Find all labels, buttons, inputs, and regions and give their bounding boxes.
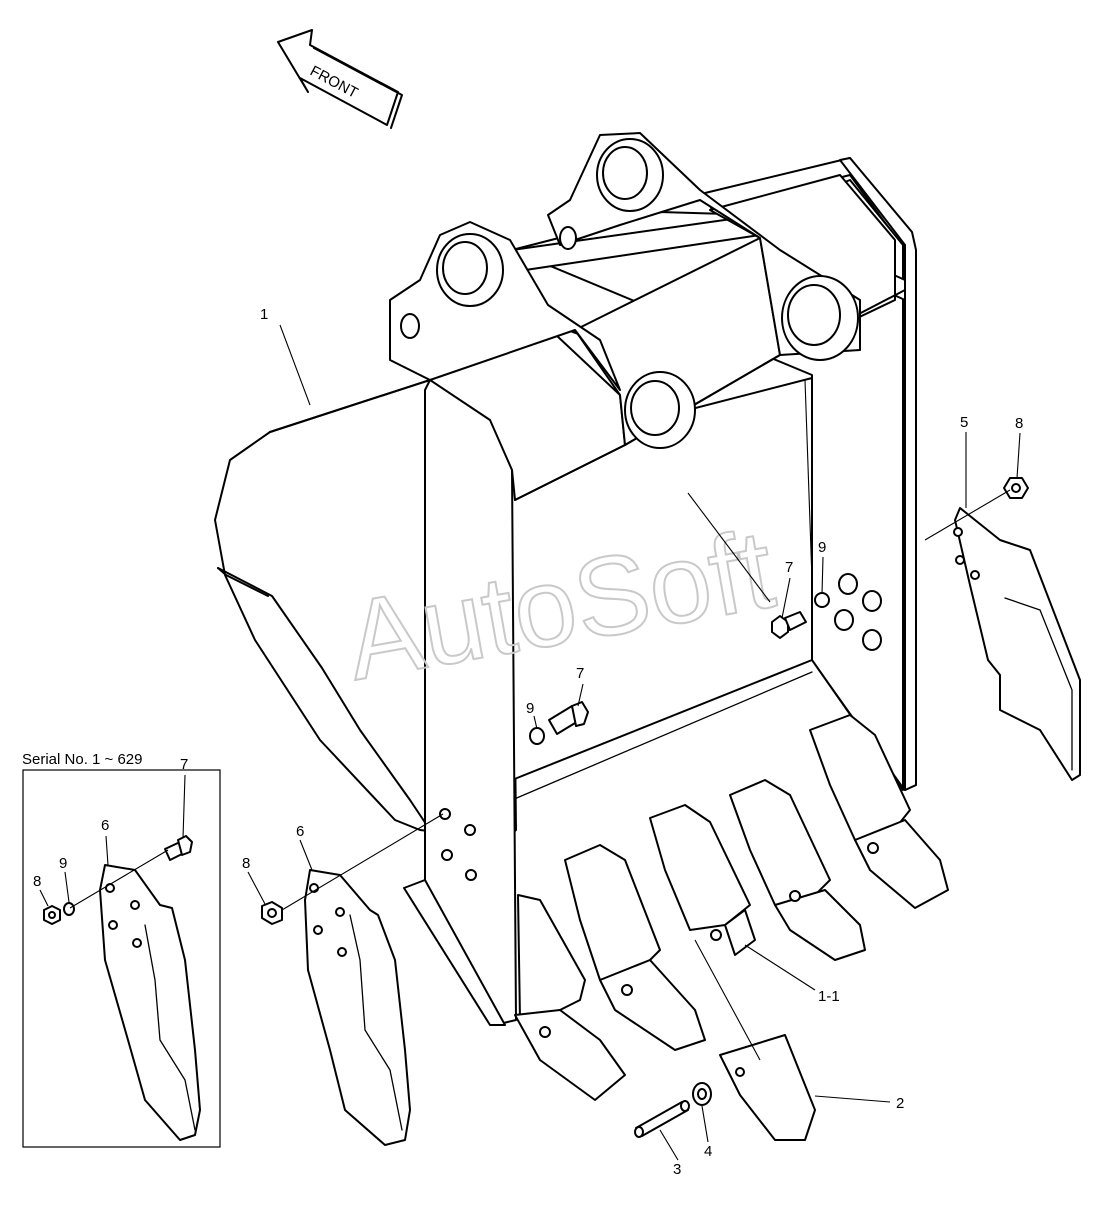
- pin-part: [634, 1100, 690, 1138]
- tooth-5: [809, 714, 949, 909]
- callout-washer: 4: [704, 1143, 712, 1160]
- bucket-body: [214, 132, 917, 1026]
- callout-side-cutter-left: 6: [296, 823, 304, 840]
- callout-washer-left: 9: [526, 700, 534, 717]
- callout-nut-left: 8: [242, 855, 250, 872]
- washer-part: [692, 1082, 712, 1106]
- serial-inset: Serial No. 1 ~ 629: [22, 751, 221, 1148]
- callout-inset-bolt: 7: [180, 756, 188, 773]
- callout-nut-right: 8: [1015, 415, 1023, 432]
- nut-right: [1003, 477, 1029, 499]
- bolt-right: [771, 611, 807, 639]
- nut-left: [261, 901, 283, 925]
- callout-washer-right: 9: [818, 539, 826, 556]
- washer-left: [529, 727, 545, 745]
- side-cutter-right: [953, 507, 1081, 781]
- callout-pin: 3: [673, 1161, 681, 1178]
- inset-title: Serial No. 1 ~ 629: [22, 751, 143, 768]
- callout-bolt-left: 7: [576, 665, 584, 682]
- tooth-3: [649, 804, 756, 956]
- front-direction-arrow: FRONT: [277, 29, 403, 129]
- callout-bucket: 1: [260, 306, 268, 323]
- callout-inset-washer: 9: [59, 855, 67, 872]
- tooth-point-part: [719, 1034, 816, 1141]
- tooth-1: [514, 894, 626, 1101]
- callout-side-cutter-right: 5: [960, 414, 968, 431]
- washer-right: [814, 592, 830, 608]
- leader-lines: [39, 324, 1021, 1161]
- tooth-4: [729, 779, 866, 961]
- side-cutter-left: [304, 869, 411, 1146]
- callout-tooth-adapter: 1-1: [818, 988, 840, 1005]
- callout-inset-nut: 8: [33, 873, 41, 890]
- callout-tooth-point: 2: [896, 1095, 904, 1112]
- tooth-row: [514, 714, 949, 1101]
- bolt-left: [548, 701, 589, 735]
- tooth-2: [564, 844, 706, 1051]
- callout-labels: 1 1-1 2 3 4 5 6 7 7 8 8 9 9 6 7 8 9: [33, 306, 1023, 1178]
- callout-bolt-right: 7: [785, 559, 793, 576]
- callout-inset-side-cutter: 6: [101, 817, 109, 834]
